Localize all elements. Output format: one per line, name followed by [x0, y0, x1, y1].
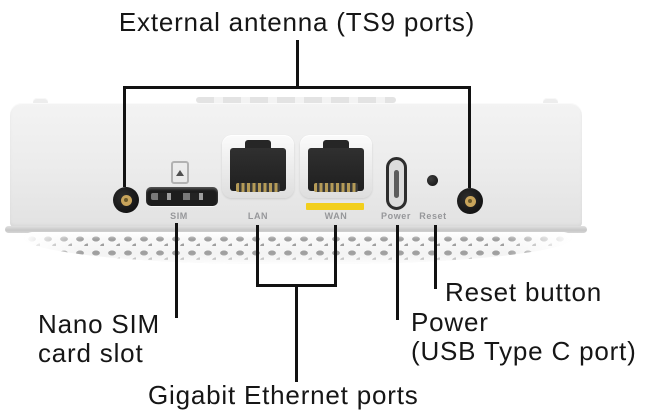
leader-power: [396, 225, 399, 320]
sim-card-icon: [171, 161, 189, 184]
callout-external-antenna: External antenna (TS9 ports): [118, 7, 476, 37]
wan-accent-bar: [306, 203, 364, 210]
callout-nano-sim-line2: card slot: [38, 338, 144, 368]
rj45-tab: [245, 140, 271, 150]
leader-wan-drop: [334, 225, 337, 287]
top-corner-bump-right: [543, 98, 558, 105]
sim-contacts: [151, 193, 213, 200]
leader-lan-drop: [256, 225, 259, 287]
callout-power: Power (USB Type C port): [411, 308, 637, 366]
leader-antenna-right-drop: [468, 86, 471, 188]
rj45-pins: [236, 183, 280, 192]
wan-port: [300, 135, 372, 198]
port-label-wan: WAN: [324, 211, 348, 221]
top-vent-slots: [196, 97, 396, 103]
rj45-pins: [314, 183, 358, 192]
top-corner-bump-left: [33, 98, 48, 105]
port-label-power: Power: [380, 211, 412, 221]
callout-power-line1: Power: [411, 307, 489, 337]
leader-reset: [434, 225, 437, 289]
leader-antenna-left-drop: [123, 86, 126, 187]
perforated-base: [24, 232, 572, 264]
port-label-lan: LAN: [247, 211, 269, 221]
antenna-port-right: [457, 188, 483, 214]
leader-ethernet-stem: [295, 284, 298, 382]
callout-reset-button: Reset button: [445, 277, 603, 307]
usb-c-tongue: [394, 169, 399, 198]
port-label-reset: Reset: [419, 211, 447, 221]
callout-nano-sim-line1: Nano SIM: [38, 309, 161, 339]
rj45-tab: [323, 140, 349, 150]
callout-nano-sim: Nano SIM card slot: [38, 310, 160, 368]
antenna-port-left: [113, 187, 139, 213]
usb-c-power-port: [386, 157, 407, 210]
callout-gigabit-ethernet: Gigabit Ethernet ports: [148, 380, 419, 410]
chassis-seam: [5, 226, 587, 233]
leader-sim: [175, 223, 178, 318]
antenna-gold-connector: [120, 194, 132, 206]
leader-antenna-stem: [296, 40, 299, 87]
antenna-gold-connector: [464, 195, 476, 207]
router-back-panel: SIM LAN WAN Power Reset: [10, 103, 582, 227]
port-label-sim: SIM: [170, 211, 188, 221]
sim-slot: [146, 187, 218, 206]
callout-power-line2: (USB Type C port): [411, 336, 637, 366]
reset-pinhole: [427, 175, 438, 186]
leader-antenna-horizontal: [123, 86, 471, 89]
lan-port: [222, 135, 294, 198]
